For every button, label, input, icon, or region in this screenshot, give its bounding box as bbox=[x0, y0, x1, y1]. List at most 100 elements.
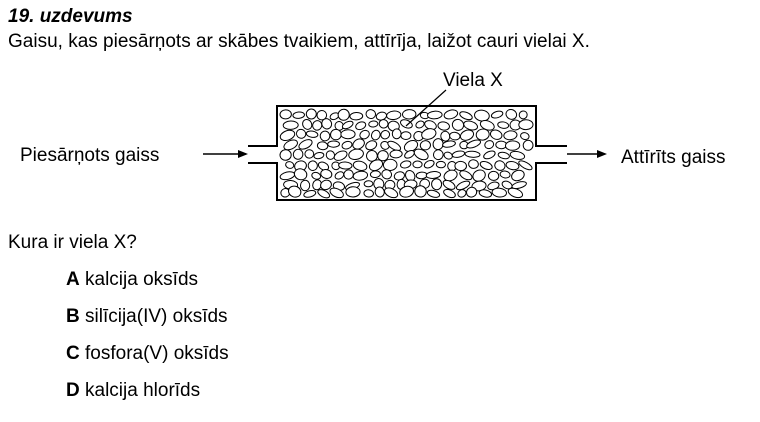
pellet bbox=[478, 189, 493, 198]
pellet bbox=[316, 141, 329, 151]
pellet bbox=[380, 140, 390, 150]
pellet bbox=[491, 187, 507, 198]
pellet bbox=[292, 111, 305, 119]
pellet bbox=[311, 171, 322, 180]
pellet bbox=[384, 187, 399, 199]
pellet bbox=[463, 120, 478, 131]
pellet bbox=[389, 149, 403, 159]
pellet bbox=[487, 170, 500, 181]
pellet bbox=[325, 150, 336, 160]
pellet bbox=[338, 161, 353, 170]
answer-option-c[interactable]: C fosfora(V) oksīds bbox=[66, 342, 229, 366]
pellet bbox=[518, 160, 533, 171]
pellet bbox=[299, 179, 311, 192]
pellet bbox=[391, 128, 402, 140]
pellet bbox=[443, 169, 458, 182]
pellet bbox=[455, 180, 471, 191]
inlet-arrowhead bbox=[238, 150, 248, 158]
pellet bbox=[426, 189, 441, 198]
outlet-arrowhead bbox=[597, 150, 607, 158]
pellet bbox=[483, 150, 496, 160]
pellet bbox=[348, 148, 364, 161]
pellet bbox=[316, 109, 328, 121]
pellet bbox=[355, 121, 367, 131]
pellet bbox=[307, 160, 318, 171]
pellet bbox=[402, 109, 417, 120]
pellet bbox=[412, 160, 423, 169]
answer-options: A kalcija oksīds B silīcija(IV) oksīds C… bbox=[66, 268, 229, 416]
pellet bbox=[507, 187, 524, 199]
pellet bbox=[380, 130, 391, 140]
pellet bbox=[435, 160, 446, 169]
pellet bbox=[305, 108, 317, 120]
pellet bbox=[313, 152, 325, 160]
pellet bbox=[432, 149, 444, 161]
pellet bbox=[304, 149, 315, 159]
pellet bbox=[327, 140, 340, 148]
option-letter: A bbox=[66, 269, 80, 290]
pellet bbox=[292, 148, 304, 160]
pellet bbox=[370, 129, 381, 141]
pellet bbox=[317, 161, 330, 171]
pellet bbox=[320, 169, 333, 179]
pellet bbox=[442, 179, 456, 190]
pellet bbox=[425, 171, 442, 179]
option-text: silīcija(IV) oksīds bbox=[85, 306, 228, 327]
pellet bbox=[494, 160, 506, 171]
question-text: Kura ir viela X? bbox=[8, 232, 137, 253]
pellet bbox=[505, 108, 518, 120]
substance-x-pellets bbox=[279, 108, 534, 199]
pellet bbox=[285, 161, 295, 169]
answer-option-d[interactable]: D kalcija hlorīds bbox=[66, 379, 229, 403]
pellet bbox=[511, 181, 527, 190]
pellet bbox=[505, 160, 520, 171]
pellet bbox=[520, 132, 530, 141]
pellet bbox=[489, 129, 503, 140]
pellet bbox=[334, 171, 345, 180]
pellet bbox=[437, 121, 450, 131]
option-letter: B bbox=[66, 306, 80, 327]
pellet bbox=[365, 109, 377, 120]
pellet bbox=[400, 119, 413, 129]
pellet bbox=[333, 150, 348, 161]
pellet bbox=[287, 185, 302, 198]
pellet bbox=[413, 148, 429, 161]
pellet bbox=[279, 149, 292, 161]
pellet bbox=[341, 140, 353, 150]
pellet bbox=[518, 119, 534, 131]
pellet bbox=[468, 159, 479, 169]
pellet bbox=[518, 110, 528, 120]
pellet bbox=[454, 160, 467, 172]
substance-leader-line bbox=[405, 89, 447, 127]
pellet bbox=[495, 140, 508, 150]
pellet bbox=[505, 140, 521, 151]
pellet bbox=[472, 169, 486, 182]
answer-option-b[interactable]: B silīcija(IV) oksīds bbox=[66, 305, 229, 329]
pellet bbox=[352, 170, 369, 181]
task-title: 19. uzdevums bbox=[8, 6, 133, 27]
pellet bbox=[340, 129, 356, 140]
pellet bbox=[282, 120, 299, 130]
pellet bbox=[499, 170, 511, 179]
pellet bbox=[443, 188, 456, 199]
answer-option-a[interactable]: A kalcija oksīds bbox=[66, 268, 229, 292]
pellet bbox=[363, 180, 374, 188]
pellet bbox=[341, 120, 354, 130]
pellet bbox=[317, 189, 331, 199]
option-letter: C bbox=[66, 343, 80, 364]
pellet bbox=[302, 118, 313, 130]
substance-x-label: Viela X bbox=[443, 70, 503, 91]
pellet bbox=[295, 128, 307, 139]
pellet bbox=[459, 170, 473, 181]
pellet bbox=[368, 120, 379, 128]
pellet bbox=[365, 140, 378, 151]
pellet bbox=[464, 150, 481, 158]
pellet bbox=[442, 140, 456, 148]
pellet bbox=[377, 150, 389, 162]
pellet bbox=[415, 120, 425, 129]
pellet bbox=[427, 110, 443, 120]
pellet bbox=[279, 171, 296, 181]
pellet bbox=[522, 139, 534, 151]
task-prompt: Gaisu, kas piesārņots ar skābes tvaikiem… bbox=[8, 31, 590, 52]
